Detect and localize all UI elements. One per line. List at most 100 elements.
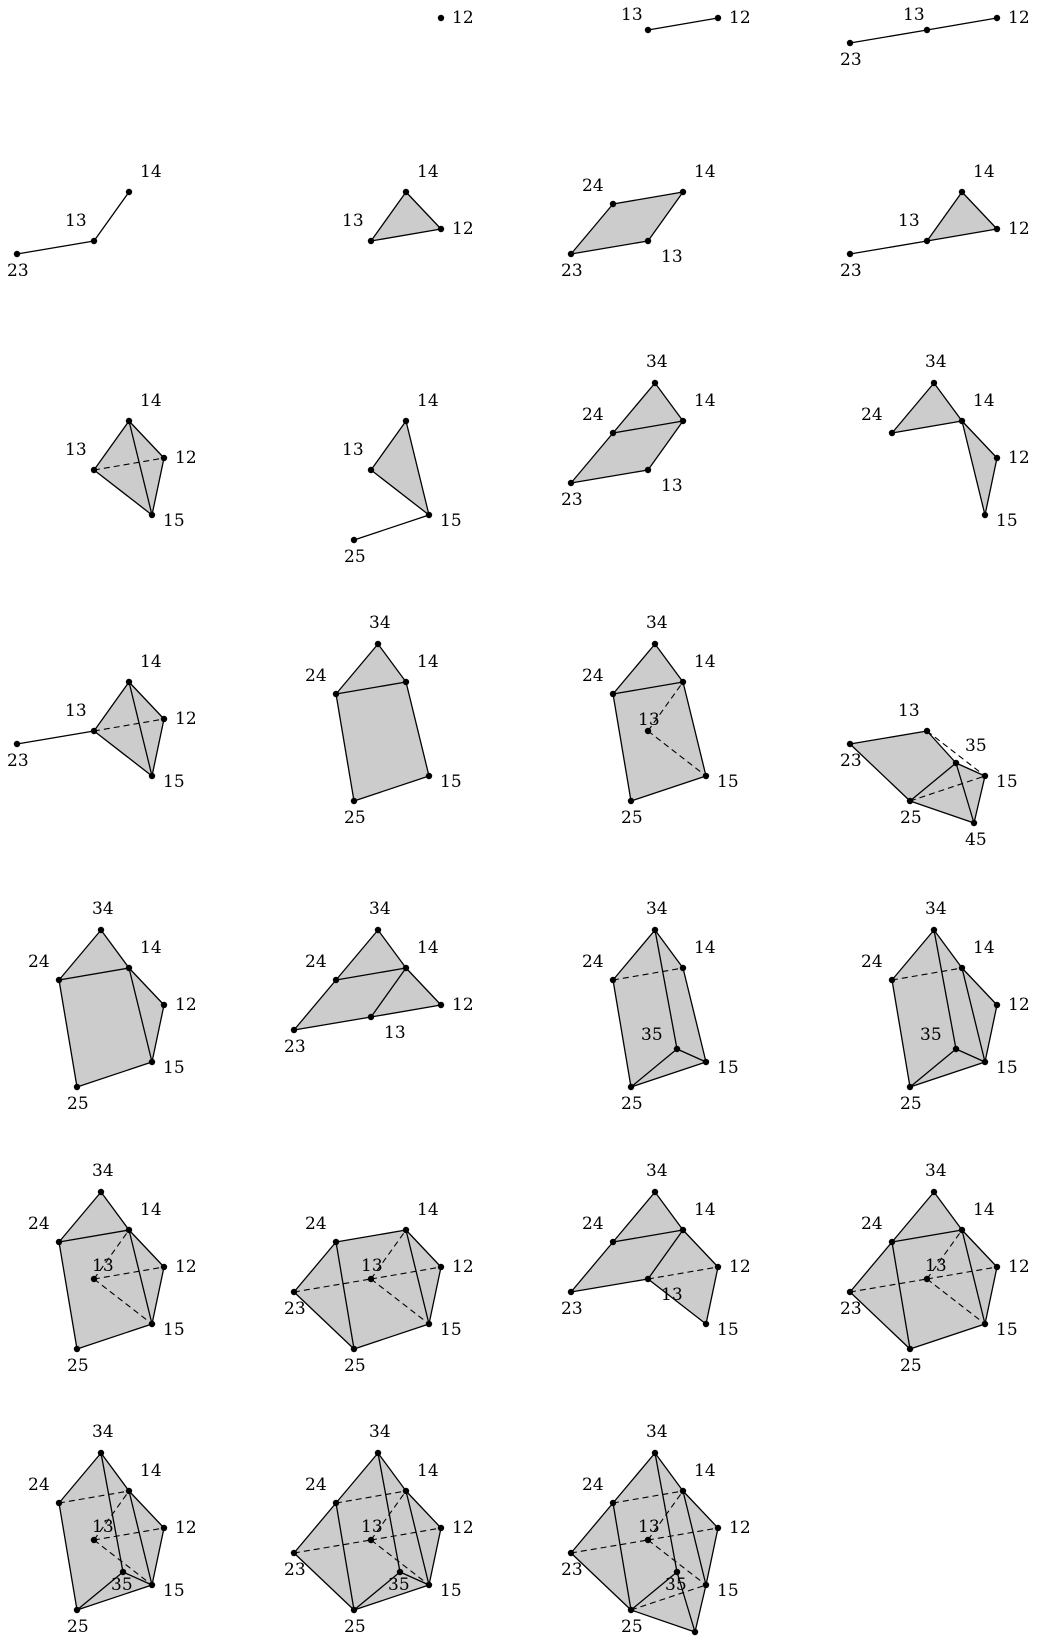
edge — [405, 1229, 442, 1268]
vertex-23 — [567, 250, 575, 258]
edge — [100, 1191, 130, 1231]
hidden-edge — [93, 1527, 165, 1541]
edge — [100, 1452, 124, 1573]
edge — [570, 469, 649, 484]
vertex-12 — [160, 454, 168, 462]
vertex-23 — [846, 39, 854, 47]
vertex-35 — [952, 1045, 960, 1053]
vertex-14 — [125, 1487, 133, 1495]
hidden-edge — [647, 1266, 719, 1280]
vertex-14 — [958, 417, 966, 425]
vertex-label-14: 14 — [140, 1461, 162, 1481]
shaded-face — [571, 1192, 718, 1324]
vertex-15 — [981, 772, 989, 780]
edge — [682, 967, 707, 1063]
edge — [961, 191, 998, 230]
hidden-edge — [370, 1266, 442, 1280]
edge — [128, 420, 153, 516]
edge — [849, 743, 911, 802]
vertex-24 — [609, 200, 617, 208]
vertex-label-24: 24 — [305, 1475, 327, 1495]
edge — [58, 1191, 102, 1243]
edge — [100, 929, 130, 969]
vertex-label-14: 14 — [973, 1200, 995, 1220]
edge — [682, 681, 707, 777]
edge — [293, 1502, 337, 1554]
edge — [58, 979, 78, 1088]
vertex-label-25: 25 — [900, 808, 922, 828]
edge — [630, 1061, 707, 1088]
edge — [151, 1266, 165, 1325]
vertex-34 — [97, 926, 105, 934]
vertex-label-24: 24 — [582, 176, 604, 196]
vertex-25 — [73, 1083, 81, 1091]
vertex-13 — [90, 466, 98, 474]
vertex-14 — [679, 964, 687, 972]
diagram-1: 12 — [437, 8, 474, 28]
vertex-13 — [644, 1275, 652, 1283]
edge — [891, 1191, 935, 1243]
edge — [647, 1278, 707, 1325]
edge — [128, 1229, 153, 1325]
vertex-12 — [993, 14, 1001, 22]
vertex-14 — [679, 188, 687, 196]
vertex-label-13: 13 — [898, 211, 920, 231]
edge — [630, 1571, 678, 1611]
vertex-label-25: 25 — [67, 1617, 89, 1637]
vertex-15 — [702, 772, 710, 780]
edge — [630, 775, 707, 802]
vertex-23 — [846, 250, 854, 258]
vertex-12 — [437, 1263, 445, 1271]
edge — [93, 730, 153, 777]
vertex-24 — [332, 976, 340, 984]
vertex-label-25: 25 — [900, 1094, 922, 1114]
vertex-24 — [332, 1238, 340, 1246]
vertex-23 — [290, 1549, 298, 1557]
vertex-label-23: 23 — [561, 1560, 583, 1580]
vertex-13 — [644, 1536, 652, 1544]
vertex-label-15: 15 — [440, 772, 462, 792]
vertex-14 — [402, 964, 410, 972]
vertex-25 — [350, 536, 358, 544]
vertex-14 — [402, 1487, 410, 1495]
vertex-14 — [402, 1226, 410, 1234]
vertex-13 — [90, 237, 98, 245]
shaded-face — [927, 192, 997, 241]
vertex-label-14: 14 — [694, 1461, 716, 1481]
vertex-label-24: 24 — [305, 1214, 327, 1234]
vertex-14 — [402, 417, 410, 425]
vertex-label-23: 23 — [840, 261, 862, 281]
vertex-35 — [673, 1045, 681, 1053]
vertex-34 — [97, 1188, 105, 1196]
vertex-label-12: 12 — [1008, 448, 1030, 468]
edge — [570, 432, 614, 484]
edge — [405, 191, 442, 230]
vertex-34 — [374, 640, 382, 648]
edge — [353, 1571, 401, 1611]
vertex-label-25: 25 — [344, 1617, 366, 1637]
vertex-label-35: 35 — [665, 1575, 687, 1595]
edge — [58, 1229, 130, 1243]
vertex-label-15: 15 — [440, 1581, 462, 1601]
vertex-label-14: 14 — [417, 162, 439, 182]
vertex-25 — [350, 1345, 358, 1353]
vertex-label-25: 25 — [344, 547, 366, 567]
edge — [405, 1490, 430, 1586]
vertex-14 — [125, 188, 133, 196]
edge — [405, 420, 430, 516]
vertex-label-23: 23 — [840, 50, 862, 70]
edge — [984, 1004, 998, 1063]
vertex-label-15: 15 — [996, 1320, 1018, 1340]
vertex-24 — [888, 976, 896, 984]
vertex-13 — [644, 727, 652, 735]
edge — [76, 1061, 153, 1088]
vertex-label-14: 14 — [973, 391, 995, 411]
edge — [16, 240, 95, 255]
vertex-14 — [958, 964, 966, 972]
edge — [955, 762, 986, 777]
vertex-label-25: 25 — [67, 1356, 89, 1376]
